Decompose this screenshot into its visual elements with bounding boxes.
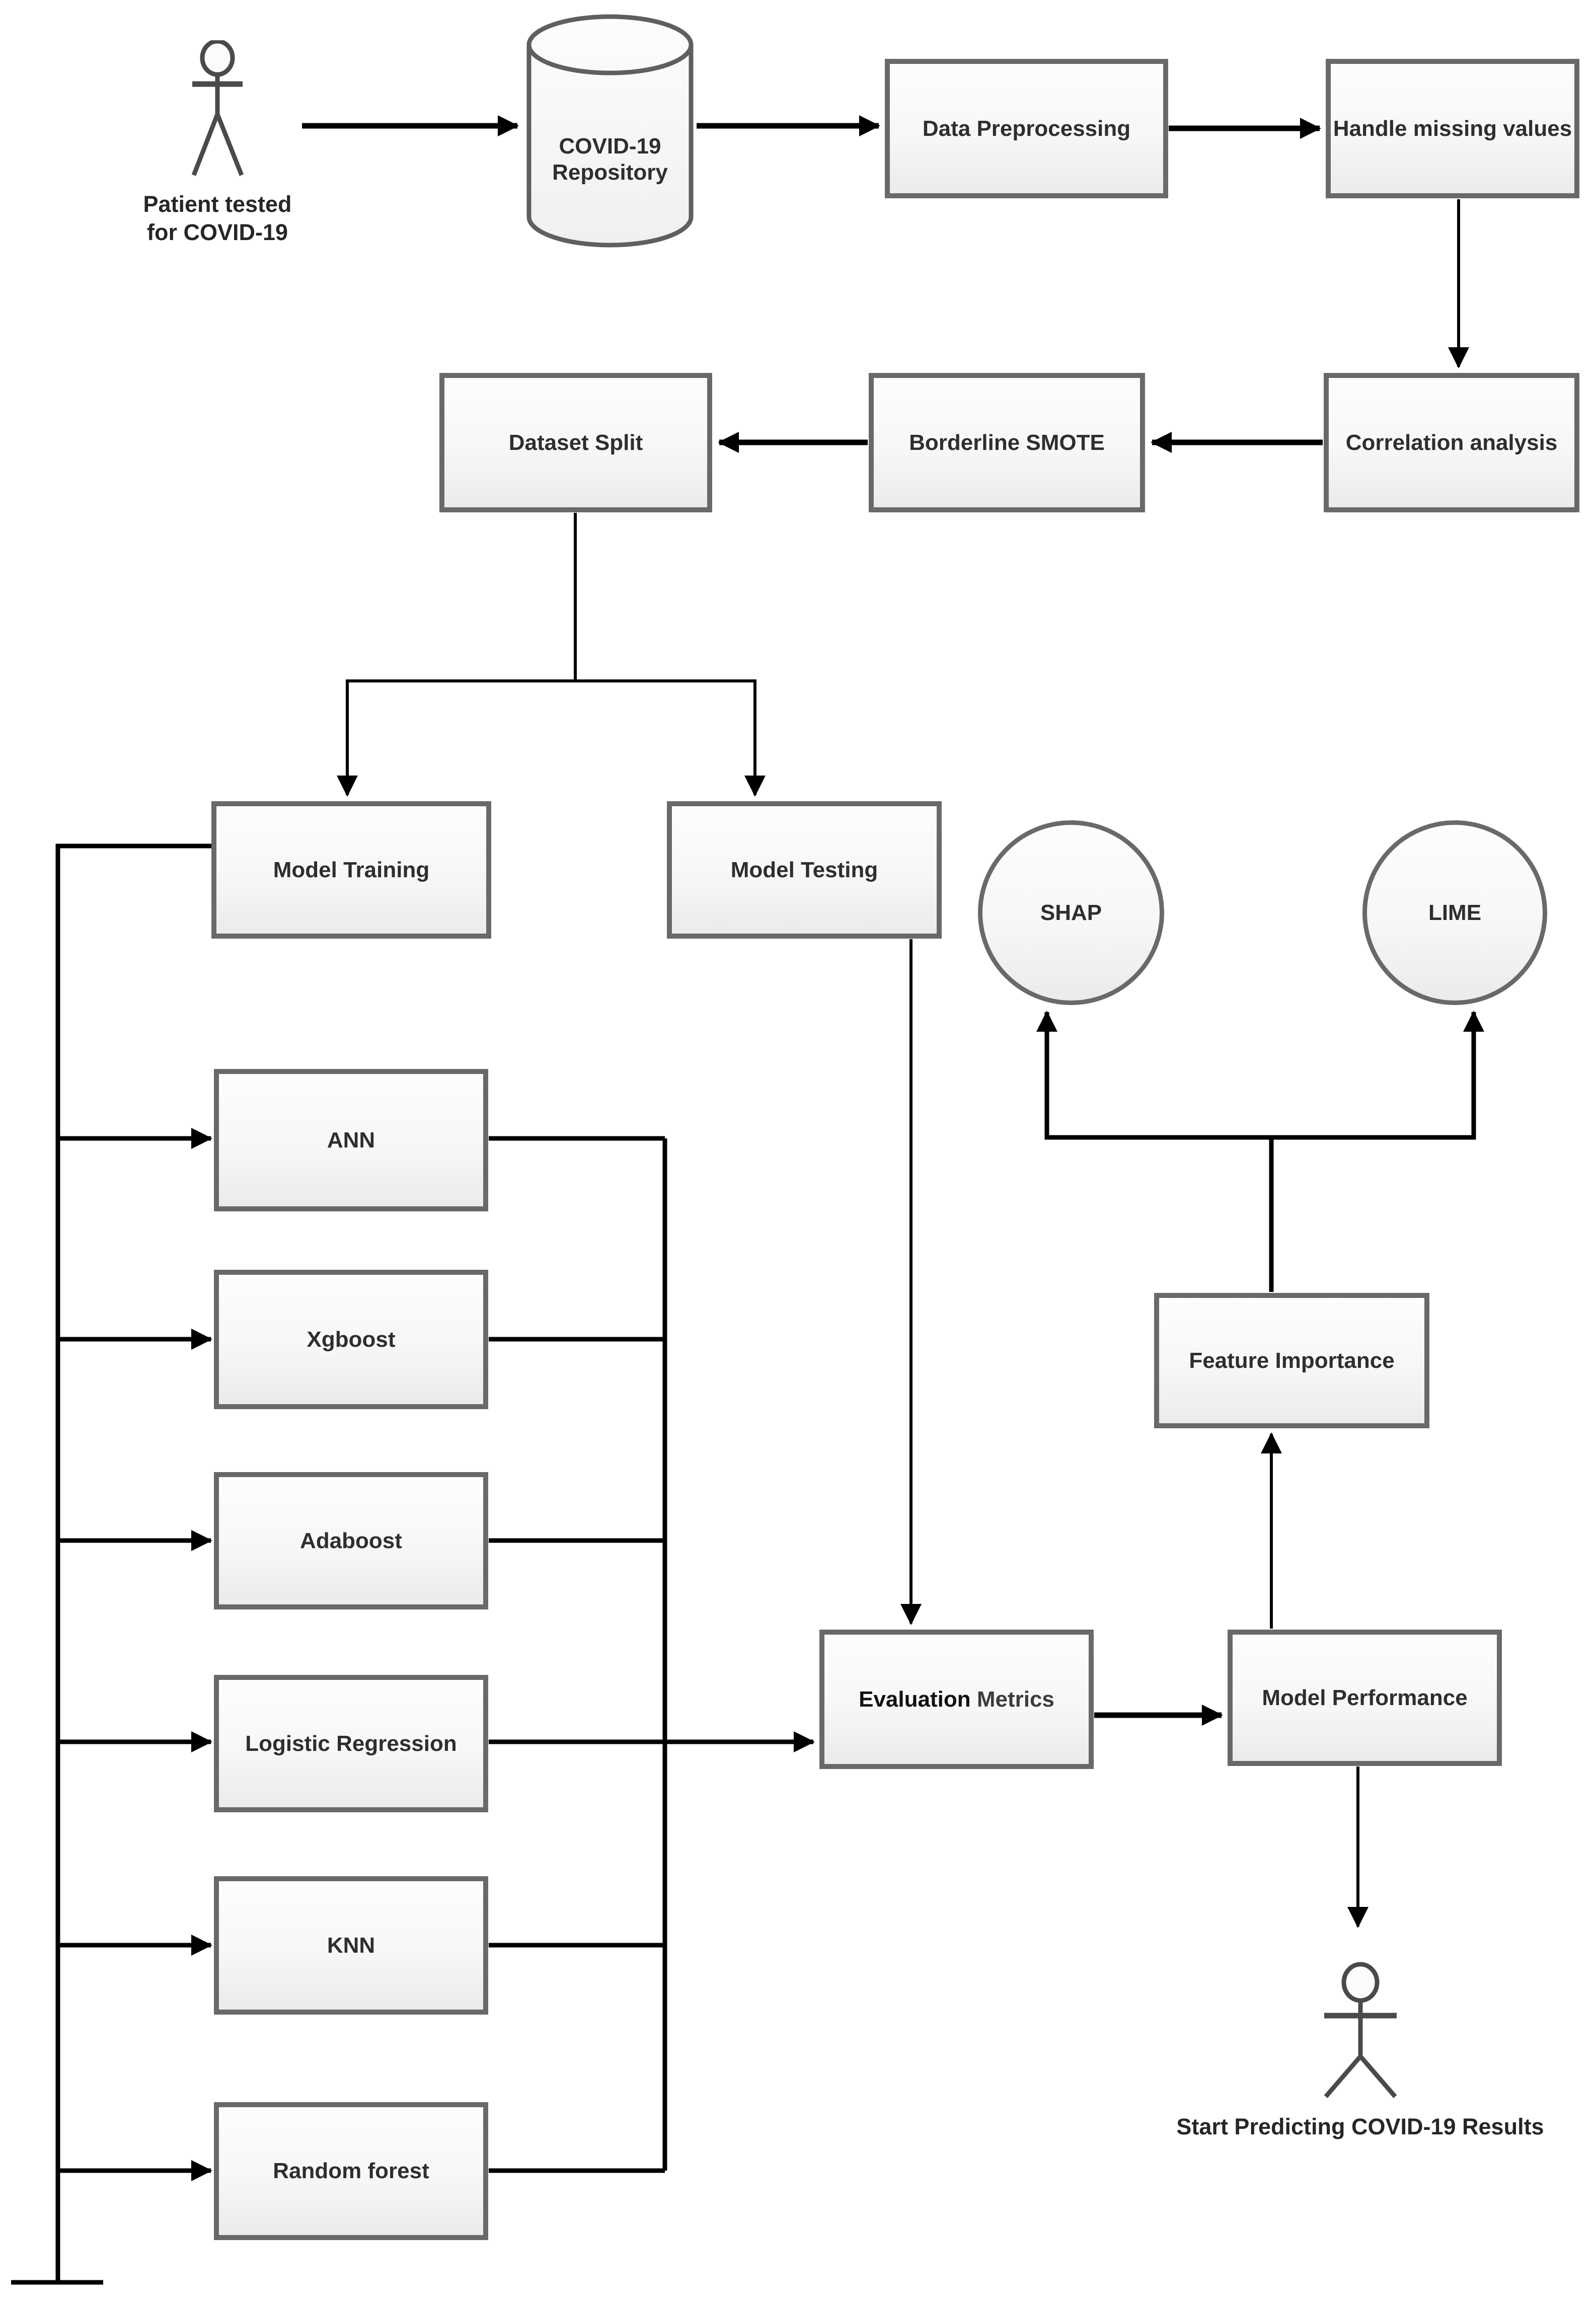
borderline-smote-label: Borderline SMOTE	[909, 430, 1105, 455]
model-training-label: Model Training	[273, 857, 430, 882]
patient-actor-icon	[179, 39, 257, 179]
edge-dataset-split-to-model-testing	[575, 679, 766, 797]
result-actor-icon	[1319, 1962, 1402, 2100]
repository-label: COVID-19 Repository	[552, 133, 668, 185]
ann-label: ANN	[327, 1127, 375, 1152]
node-logistic-regression: Logistic Regression	[214, 1675, 488, 1812]
node-ann: ANN	[214, 1069, 488, 1211]
node-knn: KNN	[214, 1876, 488, 2015]
lime-label: LIME	[1428, 900, 1482, 925]
node-model-testing: Model Testing	[667, 801, 942, 939]
node-model-performance: Model Performance	[1228, 1630, 1502, 1766]
logistic-regression-label: Logistic Regression	[245, 1731, 457, 1756]
edge-dataset-split-to-model-training	[337, 513, 577, 797]
node-borderline-smote: Borderline SMOTE	[869, 373, 1145, 512]
dataset-split-label: Dataset Split	[508, 430, 643, 455]
shap-label: SHAP	[1040, 900, 1102, 925]
node-handle-missing-values: Handle missing values	[1326, 59, 1579, 198]
data-preprocessing-label: Data Preprocessing	[922, 116, 1131, 141]
patient-actor-label: Patient tested for COVID-19	[143, 191, 292, 246]
node-model-training: Model Training	[211, 801, 491, 939]
knn-label: KNN	[327, 1933, 375, 1958]
node-random-forest: Random forest	[214, 2102, 488, 2240]
correlation-analysis-label: Correlation analysis	[1345, 430, 1558, 455]
node-adaboost: Adaboost	[214, 1472, 488, 1609]
edge-training-collector-spine	[55, 843, 211, 2282]
edge-feature-importance-to-shap	[1036, 1011, 1274, 1292]
model-performance-label: Model Performance	[1262, 1685, 1468, 1710]
random-forest-label: Random forest	[273, 2159, 429, 2184]
model-testing-label: Model Testing	[730, 857, 878, 882]
adaboost-label: Adaboost	[300, 1528, 402, 1553]
handle-missing-values-label: Handle missing values	[1333, 116, 1572, 141]
node-shap: SHAP	[978, 820, 1164, 1005]
node-data-preprocessing: Data Preprocessing	[885, 59, 1168, 198]
feature-importance-label: Feature Importance	[1189, 1348, 1395, 1373]
evaluation-metrics-label-regular: Metrics	[976, 1686, 1054, 1712]
edge-feature-importance-to-lime	[1271, 1011, 1484, 1140]
node-dataset-split: Dataset Split	[439, 373, 712, 512]
evaluation-metrics-label-bold: Evaluation	[859, 1686, 971, 1712]
node-correlation-analysis: Correlation analysis	[1324, 373, 1579, 512]
node-evaluation-metrics: Evaluation Metrics	[819, 1630, 1094, 1769]
repository-cylinder: COVID-19 Repository	[524, 13, 696, 249]
node-xgboost: Xgboost	[214, 1270, 488, 1409]
node-lime: LIME	[1362, 820, 1547, 1005]
result-actor-label: Start Predicting COVID-19 Results	[1176, 2114, 1544, 2139]
xgboost-label: Xgboost	[307, 1327, 396, 1352]
node-feature-importance: Feature Importance	[1154, 1293, 1429, 1428]
